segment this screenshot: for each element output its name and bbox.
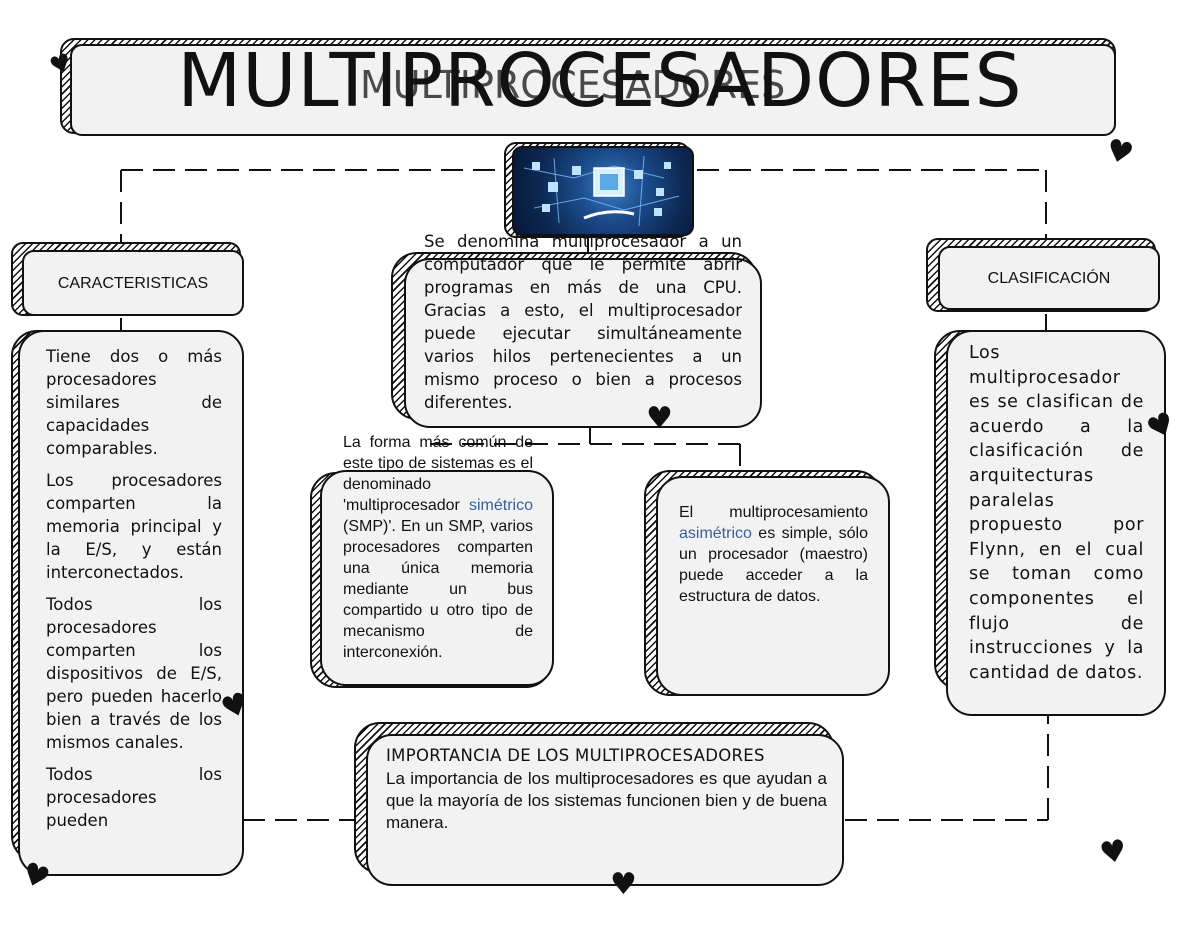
heart-icon: ♥ <box>1102 132 1138 173</box>
caracteristicas-paragraph: Todos los procesadores comparten los dis… <box>46 595 222 752</box>
title-banner <box>70 44 1116 136</box>
heart-icon: ♥ <box>1097 832 1130 873</box>
processor-illustration <box>512 146 694 236</box>
caracteristicas-label: CARACTERISTICAS <box>22 250 244 316</box>
caracteristicas-paragraph: Los procesadores comparten la memoria pr… <box>46 471 222 582</box>
definition-text: Se denomina multiprocesador a un computa… <box>424 232 742 412</box>
caracteristicas-body <box>18 330 244 876</box>
clasificacion-label: CLASIFICACIÓN <box>938 246 1160 310</box>
smp-text: La forma más común de este tipo de siste… <box>343 432 533 663</box>
asmp-box <box>656 476 890 696</box>
smp-text-pre: La forma más común de este tipo de siste… <box>343 434 533 514</box>
title-overlay: MULTIPROCESADORES <box>360 63 786 107</box>
asmp-text-post: es simple, sólo un procesador (maestro) … <box>679 525 868 605</box>
asmp-text: El multiprocesamiento asimétrico es simp… <box>679 502 868 607</box>
importancia-box <box>366 734 844 886</box>
page-title: MULTIPROCESADORES <box>177 38 1023 124</box>
heart-icon: ♥ <box>610 867 637 902</box>
importancia-text: La importancia de los multiprocesadores … <box>386 769 827 832</box>
importancia-heading: IMPORTANCIA DE LOS MULTIPROCESADORES <box>386 746 765 765</box>
heart-icon: ♥ <box>646 401 673 436</box>
caracteristicas-paragraph: Todos los procesadores pueden <box>46 765 222 830</box>
clasificacion-label-text: CLASIFICACIÓN <box>987 270 1111 287</box>
smp-box <box>320 470 554 686</box>
smp-text-post: (SMP)'. En un SMP, varios procesadores c… <box>343 518 533 661</box>
smp-link[interactable]: simétrico <box>468 497 533 514</box>
caracteristicas-label-text: CARACTERISTICAS <box>57 275 209 292</box>
caracteristicas-text: Tiene dos o más procesadores similares d… <box>46 345 222 832</box>
asmp-link[interactable]: asimétrico <box>679 525 752 542</box>
asmp-text-pre: El multiprocesamiento <box>679 504 868 521</box>
clasificacion-body <box>946 330 1166 716</box>
definition-box <box>404 258 762 428</box>
clasificacion-text: Los multiprocesador es se clasifican de … <box>969 343 1144 683</box>
caracteristicas-paragraph: Tiene dos o más procesadores similares d… <box>46 347 222 458</box>
